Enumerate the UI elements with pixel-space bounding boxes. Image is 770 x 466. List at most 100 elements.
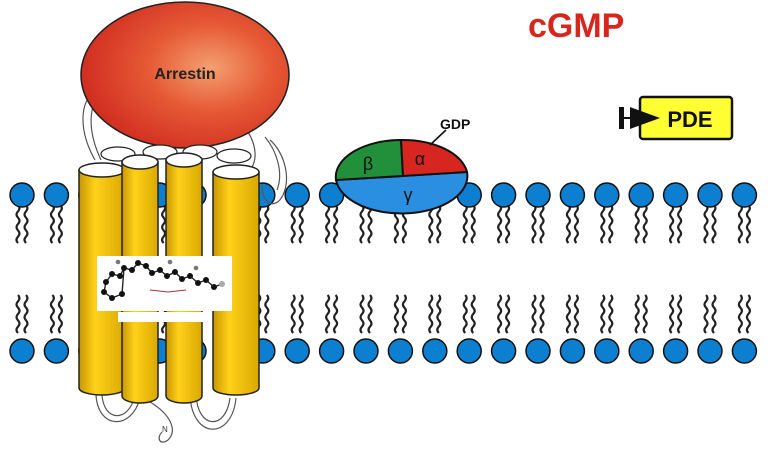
lipid-tail	[745, 294, 751, 334]
lipid-tail	[642, 204, 648, 244]
lipid-head	[697, 182, 723, 208]
lipid-tail	[393, 294, 399, 334]
lipid-tail	[367, 204, 373, 244]
lipid-tail	[23, 204, 29, 244]
lipid-tail	[711, 294, 717, 334]
lipid-head	[387, 338, 414, 364]
lipid-tail	[711, 204, 717, 244]
lipid-tail	[462, 204, 468, 244]
g-gamma-subunit	[334, 170, 469, 215]
lipid-tail	[573, 294, 579, 334]
lipid-tail	[264, 294, 270, 334]
retinal-chromophore	[97, 256, 232, 311]
lipid-head	[490, 182, 517, 208]
lipid-head	[525, 338, 551, 364]
lipid-tail	[573, 204, 579, 244]
transmembrane-helix	[212, 164, 260, 396]
g-alpha-label: α	[415, 149, 425, 169]
pde-label: PDE	[667, 107, 712, 132]
g-beta-label: β	[363, 154, 373, 174]
lipid-tail	[539, 294, 545, 334]
lipid-head	[628, 338, 654, 364]
lipid-tail	[497, 204, 503, 244]
lipid-head	[662, 338, 689, 364]
lipid-tail	[15, 294, 21, 334]
lipid-tail	[600, 294, 606, 334]
lipid-tail	[401, 294, 407, 334]
lipid-head	[43, 338, 70, 364]
lipid-tail	[325, 294, 331, 334]
pde-arrow-icon	[630, 107, 660, 129]
lipid-head	[318, 338, 345, 364]
lipid-tail	[703, 204, 709, 244]
lipid-tail	[325, 204, 331, 244]
lipid-tail	[359, 204, 365, 244]
pde-enzyme: PDE	[619, 95, 734, 141]
lipid-tail	[264, 204, 270, 244]
lipid-tail	[428, 294, 434, 334]
lipid-tail	[745, 204, 751, 244]
g-protein-transducin: β α γ GDP	[334, 116, 470, 215]
lipid-head	[594, 182, 620, 208]
lipid-tail	[333, 294, 339, 334]
lipid-head	[353, 338, 379, 364]
gdp-label: GDP	[440, 116, 470, 132]
lipid-head	[422, 338, 448, 364]
g-alpha-subunit	[399, 138, 469, 178]
lipid-tail	[539, 204, 545, 244]
lipid-head	[731, 338, 758, 364]
arrestin-label: Arrestin	[154, 66, 215, 83]
lipid-tail	[462, 294, 468, 334]
lipid-tail	[359, 294, 365, 334]
lipid-tail	[161, 204, 167, 244]
lipid-head	[594, 338, 620, 364]
lipid-head	[662, 182, 689, 208]
lipid-tail	[669, 294, 675, 334]
lipid-tail	[470, 294, 476, 334]
lipid-tail	[436, 294, 442, 334]
lipid-tail	[505, 294, 511, 334]
lipid-tail	[497, 294, 503, 334]
lipid-head	[490, 338, 517, 364]
lipid-tail	[15, 204, 21, 244]
lipid-tail	[57, 204, 63, 244]
lipid-head	[559, 182, 586, 208]
lipid-tail	[531, 204, 537, 244]
g-beta-subunit	[334, 138, 405, 182]
lipid-tail	[634, 204, 640, 244]
lipid-tail	[677, 294, 683, 334]
lipid-head	[559, 338, 586, 364]
lipid-head	[731, 182, 758, 208]
lipid-tail	[565, 204, 571, 244]
lipid-tail	[49, 294, 55, 334]
lipid-tail	[737, 204, 743, 244]
lipid-head	[628, 182, 654, 208]
lipid-tail	[669, 204, 675, 244]
lipid-head	[456, 338, 482, 364]
lipid-tail	[23, 294, 29, 334]
lipid-tail	[470, 204, 476, 244]
lipid-tail	[298, 294, 304, 334]
lipid-tail	[333, 204, 339, 244]
lipid-tail	[703, 294, 709, 334]
lipid-tail	[367, 294, 373, 334]
lipid-tail	[608, 204, 614, 244]
n-terminus-label: N	[162, 425, 168, 434]
lipid-head	[9, 338, 35, 364]
lipid-tail	[642, 294, 648, 334]
cgmp-label: cGMP	[528, 7, 624, 45]
lipid-tail	[49, 204, 55, 244]
lipid-tail	[634, 294, 640, 334]
lipid-tail	[608, 294, 614, 334]
gdp-pointer	[429, 129, 447, 146]
lipid-head	[525, 182, 551, 208]
rhodopsin-helices	[78, 152, 260, 404]
lipid-head	[697, 338, 723, 364]
lipid-tail	[677, 204, 683, 244]
lipid-tail	[737, 294, 743, 334]
lipid-tail	[428, 204, 434, 244]
lipid-tail	[290, 294, 296, 334]
lipid-tail	[436, 204, 442, 244]
lipid-tail	[505, 204, 511, 244]
